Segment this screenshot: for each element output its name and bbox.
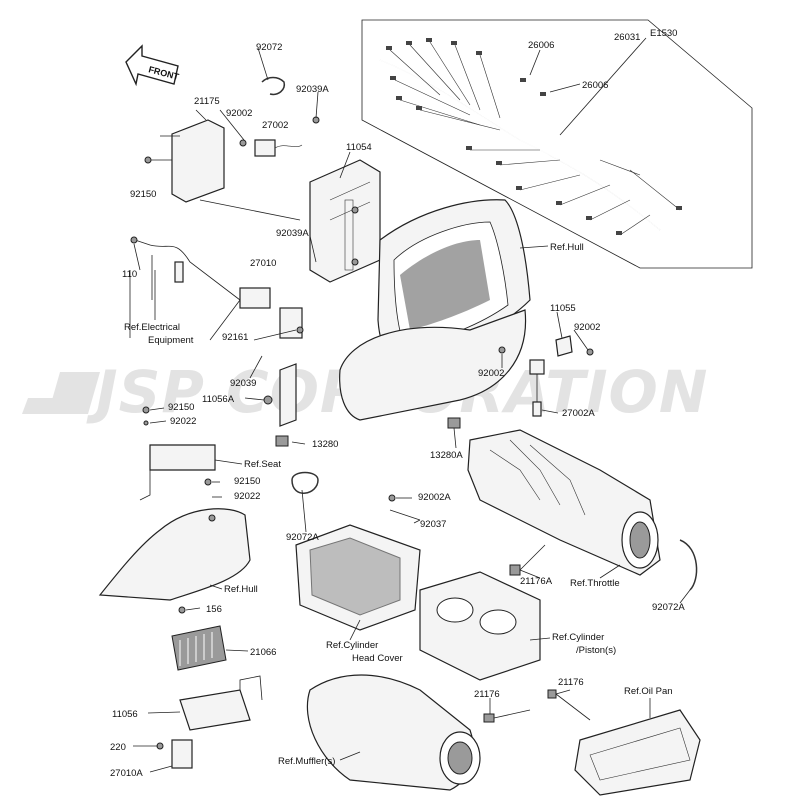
muffler <box>306 674 481 791</box>
label-13280: 13280 <box>312 439 338 450</box>
label-92022-a: 92022 <box>170 416 196 427</box>
bracket-11056A <box>263 363 297 447</box>
label-27002A: 27002A <box>562 408 595 419</box>
front-arrow-icon: FRONT <box>125 44 180 87</box>
label-92002A: 92002A <box>418 492 451 503</box>
label-92039A-top: 92039A <box>296 84 329 95</box>
label-26006-a: 26006 <box>528 40 554 51</box>
label-92039: 92039 <box>230 378 256 389</box>
label-21175: 21175 <box>194 96 220 107</box>
label-92039A-mid: 92039A <box>276 228 309 239</box>
bracket-11055 <box>498 335 594 417</box>
label-21176-a: 21176 <box>474 689 500 700</box>
label-ref-cylinder-head-2: Head Cover <box>352 653 403 664</box>
lower-hull <box>98 478 251 601</box>
label-92072A-right: 92072A <box>652 602 685 613</box>
label-ref-cylinder-piston-2: /Piston(s) <box>576 645 616 656</box>
cylinder-block <box>419 544 546 681</box>
relay-27010A <box>156 739 193 769</box>
cable-110 <box>130 236 241 301</box>
regulator-21066 <box>171 606 227 671</box>
hull-frame <box>339 199 531 421</box>
label-92150-a: 92150 <box>168 402 194 413</box>
label-26031: 26031 <box>614 32 640 43</box>
label-92002-right: 92002 <box>574 322 600 333</box>
part-labels: 92072 26031 26006 26006 21175 92039A 920… <box>110 32 685 779</box>
label-ref-electrical-2: Equipment <box>148 335 194 346</box>
relay-27010 <box>239 287 304 339</box>
oil-pan <box>574 709 701 796</box>
label-92072A-left: 92072A <box>286 532 319 543</box>
label-21176A: 21176A <box>520 576 553 587</box>
label-26006-b: 26006 <box>582 80 608 91</box>
bracket-11056 <box>179 675 263 731</box>
cylinder-head-cover <box>295 494 421 631</box>
label-92150-top: 92150 <box>130 189 156 200</box>
label-92150-b: 92150 <box>234 476 260 487</box>
label-11056A: 11056A <box>202 394 235 405</box>
label-ref-cylinder-head-1: Ref.Cylinder <box>326 640 378 651</box>
sensor-21176 <box>483 689 591 723</box>
label-ref-throttle: Ref.Throttle <box>570 578 620 589</box>
label-11056: 11056 <box>112 709 138 720</box>
label-ref-electrical-1: Ref.Electrical <box>124 322 180 333</box>
label-11054: 11054 <box>346 142 372 153</box>
wiring-harness <box>361 19 753 269</box>
label-92002-left: 92002 <box>478 368 504 379</box>
clamp-92072A-icon <box>291 471 319 494</box>
label-ref-oil-pan: Ref.Oil Pan <box>624 686 673 697</box>
label-156: 156 <box>206 604 222 615</box>
electrical-box-11054 <box>309 159 381 283</box>
label-ref-seat: Ref.Seat <box>244 459 281 470</box>
relay-27002 <box>239 76 320 157</box>
label-21066: 21066 <box>250 647 276 658</box>
intake-manifold <box>447 417 698 591</box>
label-92022-b: 92022 <box>234 491 260 502</box>
label-27010: 27010 <box>250 258 276 269</box>
label-13280A: 13280A <box>430 450 463 461</box>
label-21176-b: 21176 <box>558 677 584 688</box>
label-110: 110 <box>122 269 137 280</box>
ecu-21175 <box>144 109 225 203</box>
label-92161: 92161 <box>222 332 248 343</box>
label-ref-hull-bottom: Ref.Hull <box>224 584 258 595</box>
label-92002-top: 92002 <box>226 108 252 119</box>
label-220: 220 <box>110 742 126 753</box>
label-ref-muffler: Ref.Muffler(s) <box>278 756 335 767</box>
label-ref-cylinder-piston-1: Ref.Cylinder <box>552 632 604 643</box>
seat-bracket <box>139 406 216 501</box>
leader-lines <box>129 47 691 773</box>
label-92037: 92037 <box>420 519 446 530</box>
label-92072: 92072 <box>256 42 282 53</box>
label-27010A: 27010A <box>110 768 143 779</box>
label-ref-hull-top: Ref.Hull <box>550 242 584 253</box>
label-11055: 11055 <box>550 303 576 314</box>
label-27002: 27002 <box>262 120 288 131</box>
